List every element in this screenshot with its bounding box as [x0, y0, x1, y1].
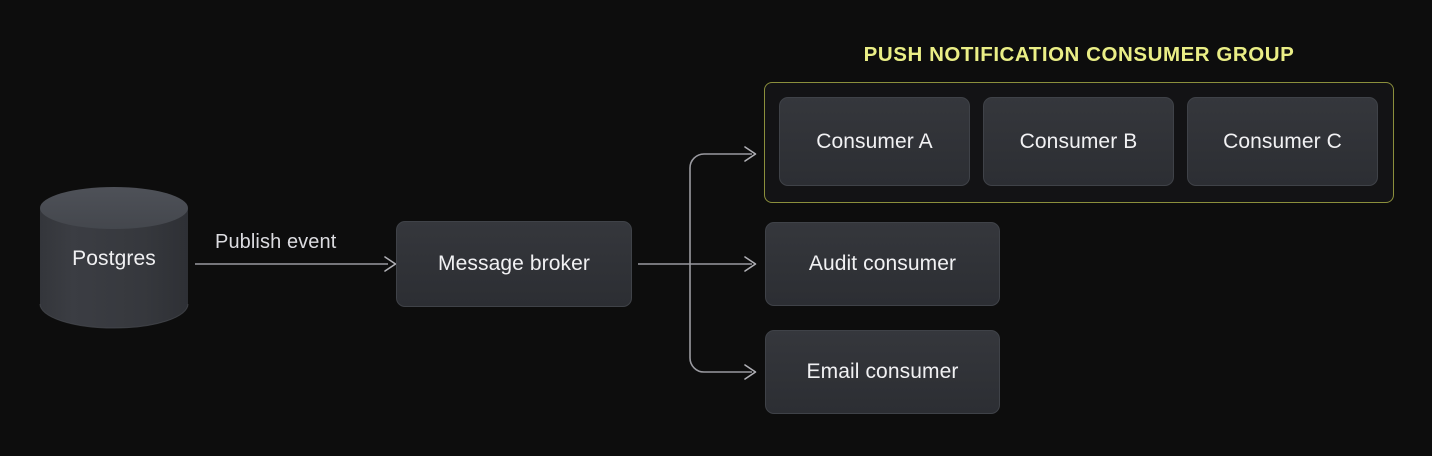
consumer-group-title: PUSH NOTIFICATION CONSUMER GROUP [863, 43, 1295, 66]
node-audit-consumer[interactable]: Audit consumer [765, 222, 1000, 306]
node-consumer-b[interactable]: Consumer B [983, 97, 1174, 186]
node-consumer-a[interactable]: Consumer A [779, 97, 970, 186]
database-cylinder-icon [39, 187, 189, 329]
edge-broker-to-group [689, 146, 757, 264]
edge-db-to-broker [195, 256, 397, 272]
node-postgres-label: Postgres [72, 247, 156, 270]
edge-broker-to-audit [690, 256, 757, 272]
node-email-consumer[interactable]: Email consumer [765, 330, 1000, 414]
node-postgres-database[interactable]: Postgres [38, 186, 190, 332]
edge-label-publish-event: Publish event [215, 231, 337, 253]
edge-broker-to-email [689, 264, 757, 380]
node-consumer-c[interactable]: Consumer C [1187, 97, 1378, 186]
node-message-broker[interactable]: Message broker [396, 221, 632, 307]
